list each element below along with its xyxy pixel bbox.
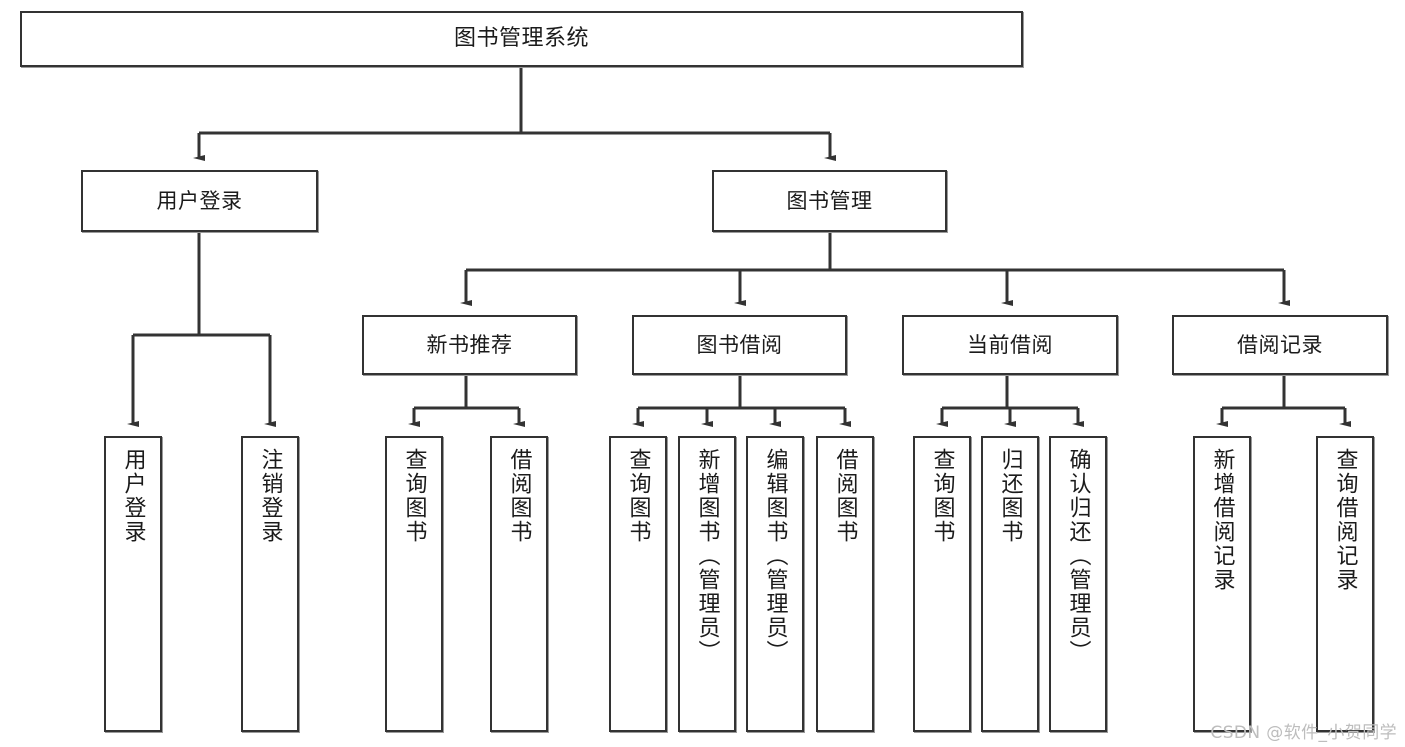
node-leaf-query-book-borrow[interactable]: 查询图书 xyxy=(609,436,667,732)
node-leaf-query-book-current[interactable]: 查询图书 xyxy=(913,436,971,732)
node-label: 图书管理 xyxy=(786,188,873,213)
node-new-book-recommend[interactable]: 新书推荐 xyxy=(362,315,577,375)
node-label: 查询图书 xyxy=(625,448,651,544)
node-label: 归还图书 xyxy=(997,448,1023,544)
node-label: 编辑图书（管理员） xyxy=(762,448,788,664)
node-leaf-query-book-recommend[interactable]: 查询图书 xyxy=(385,436,443,732)
node-label: 图书借阅 xyxy=(696,332,783,357)
node-leaf-borrow-book-recommend[interactable]: 借阅图书 xyxy=(490,436,548,732)
node-label: 用户登录 xyxy=(156,188,243,213)
node-label: 图书管理系统 xyxy=(453,26,589,52)
node-book-management[interactable]: 图书管理 xyxy=(712,170,947,232)
node-label: 新增借阅记录 xyxy=(1209,448,1235,592)
node-leaf-query-borrow-record[interactable]: 查询借阅记录 xyxy=(1316,436,1374,732)
node-label: 查询借阅记录 xyxy=(1332,448,1358,592)
node-label: 确认归还（管理员） xyxy=(1065,448,1091,664)
node-label: 新书推荐 xyxy=(426,332,513,357)
node-label: 借阅记录 xyxy=(1237,332,1323,357)
node-label: 用户登录 xyxy=(120,448,146,544)
node-leaf-confirm-return[interactable]: 确认归还（管理员） xyxy=(1049,436,1107,732)
node-book-borrow[interactable]: 图书借阅 xyxy=(632,315,847,375)
node-label: 借阅图书 xyxy=(832,448,858,544)
node-leaf-edit-book[interactable]: 编辑图书（管理员） xyxy=(746,436,804,732)
node-current-borrow[interactable]: 当前借阅 xyxy=(902,315,1118,375)
node-label: 借阅图书 xyxy=(506,448,532,544)
node-user-login[interactable]: 用户登录 xyxy=(81,170,318,232)
node-label: 注销登录 xyxy=(257,448,283,544)
node-leaf-add-book[interactable]: 新增图书（管理员） xyxy=(678,436,736,732)
node-label: 查询图书 xyxy=(401,448,427,544)
csdn-watermark: CSDN @软件_小贺同学 xyxy=(1210,723,1397,743)
node-root-book-management-system[interactable]: 图书管理系统 xyxy=(20,11,1023,67)
node-label: 新增图书（管理员） xyxy=(694,448,720,664)
node-leaf-user-login[interactable]: 用户登录 xyxy=(104,436,162,732)
node-label: 查询图书 xyxy=(929,448,955,544)
node-borrow-record[interactable]: 借阅记录 xyxy=(1172,315,1388,375)
node-label: 当前借阅 xyxy=(967,332,1053,357)
node-leaf-user-logout[interactable]: 注销登录 xyxy=(241,436,299,732)
node-leaf-add-borrow-record[interactable]: 新增借阅记录 xyxy=(1193,436,1251,732)
node-leaf-borrow-book[interactable]: 借阅图书 xyxy=(816,436,874,732)
node-leaf-return-book[interactable]: 归还图书 xyxy=(981,436,1039,732)
